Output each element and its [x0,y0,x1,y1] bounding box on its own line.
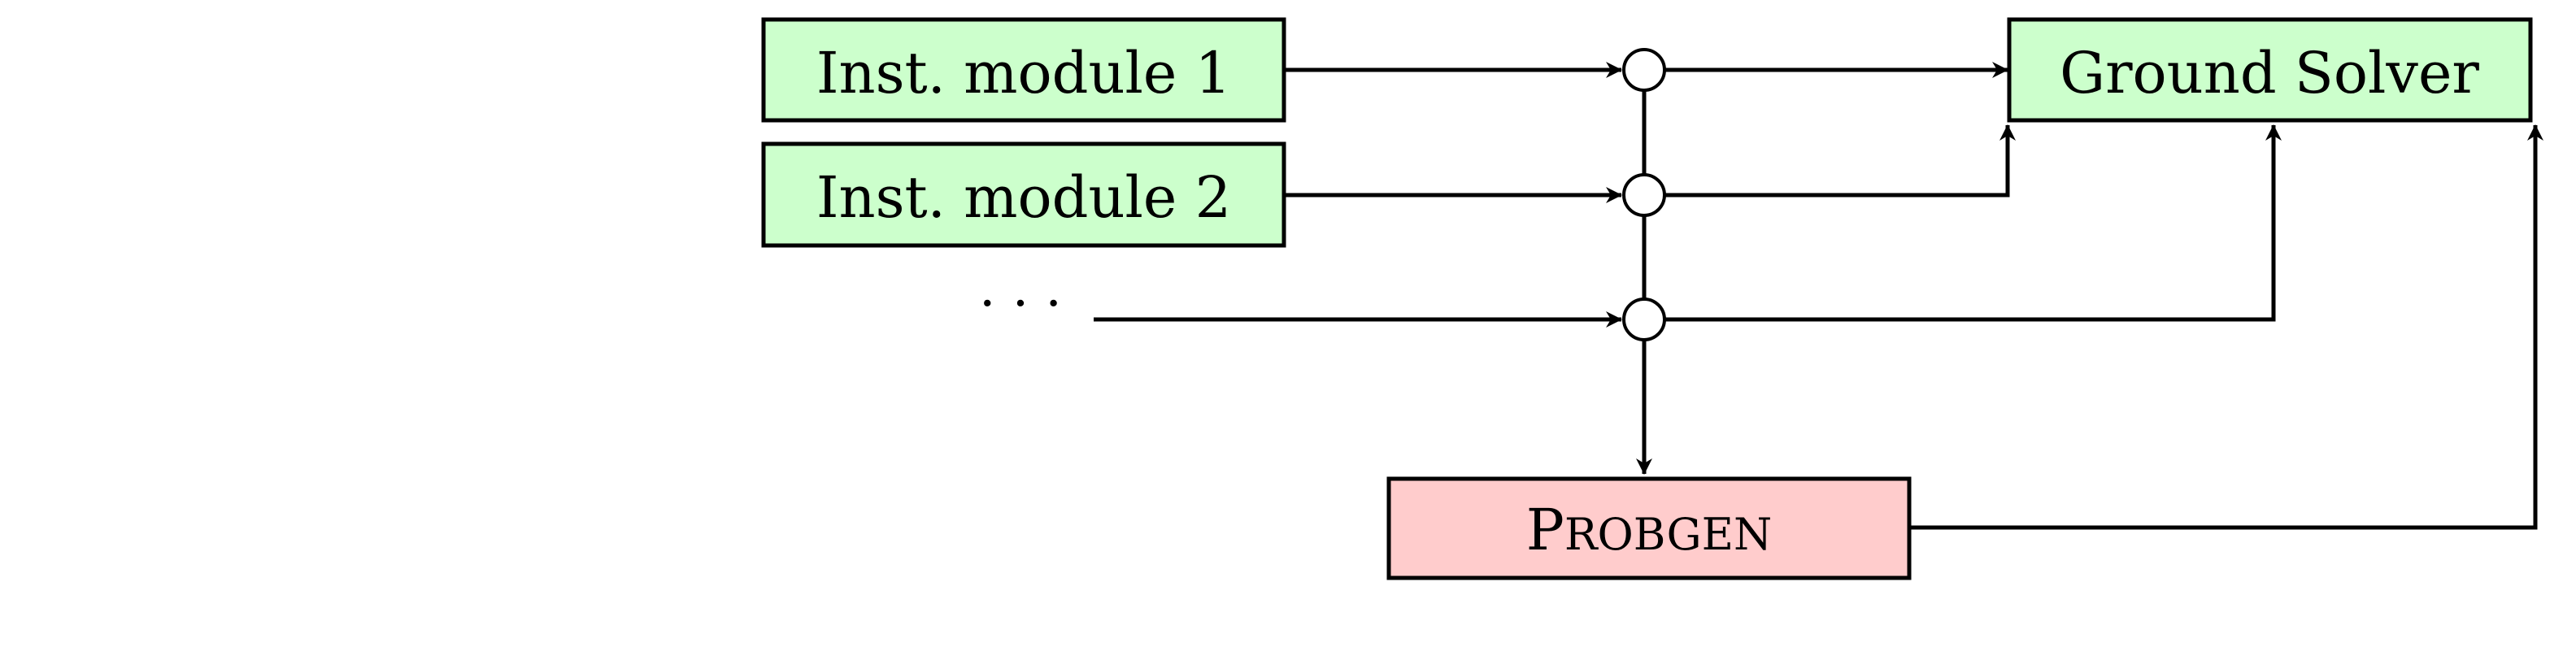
ground-solver-node: Ground Solver [2007,17,2533,123]
inst-module-1-node: Inst. module 1 [761,17,1286,123]
probgen-node: PROBGEN [1386,476,1912,580]
edge-junction3-to-ground-solver [1644,124,2282,322]
probgen-label-rest: ROBGEN [1564,509,1772,560]
ellipsis-label: · · · [979,274,1062,334]
inst-module-2-node: Inst. module 2 [761,141,1286,248]
probgen-label: PROBGEN [1526,497,1773,563]
inst-module-2-label: Inst. module 2 [816,164,1231,231]
junction-1 [1622,48,1666,92]
ground-solver-label: Ground Solver [2060,40,2479,106]
inst-module-1-label: Inst. module 1 [816,40,1231,106]
edge-junction2-to-ground-solver [1644,124,2016,198]
edge-probgen-to-ground-solver [1909,124,2543,530]
probgen-label-initial: P [1526,497,1564,563]
junction-2 [1622,173,1666,217]
junction-3 [1622,297,1666,341]
